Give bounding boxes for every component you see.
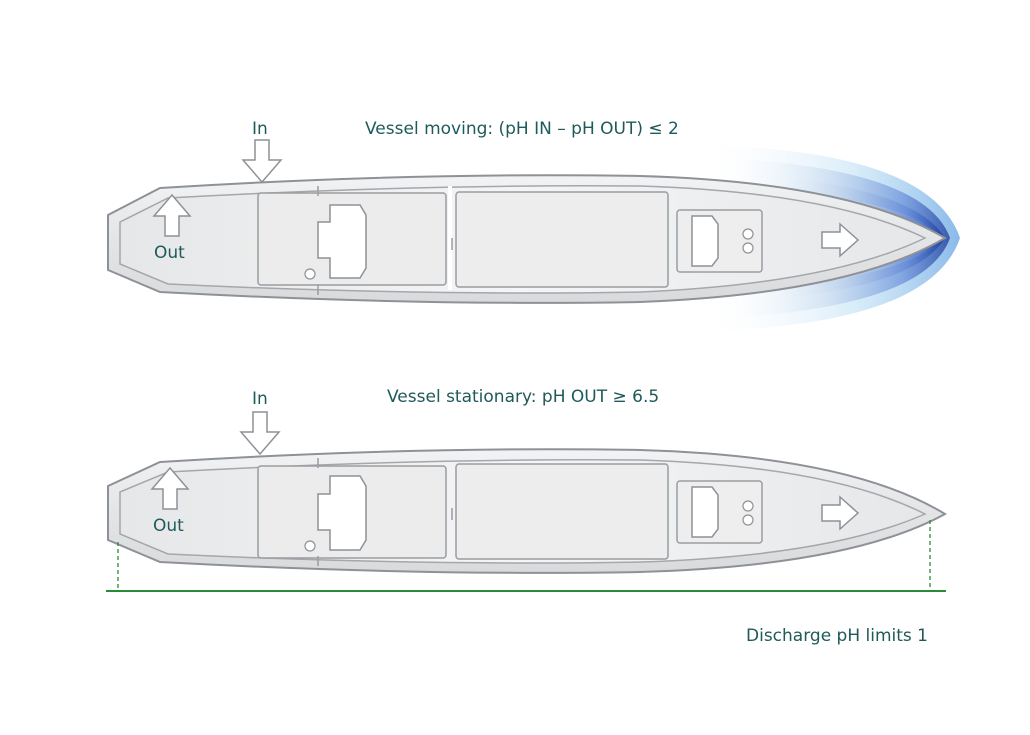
compartment-fwd <box>676 209 763 273</box>
figure-caption: Discharge pH limits 1 <box>746 626 928 646</box>
engine-block <box>317 204 367 279</box>
compartment-mid <box>455 191 669 288</box>
condition-moving: Vessel moving: (pH IN – pH OUT) ≤ 2 <box>365 119 679 139</box>
compartment-mid <box>455 463 669 560</box>
up-arrow-icon <box>150 466 190 510</box>
vessel-moving: In Out Vessel moving: (pH IN – pH OUT) ≤… <box>107 119 960 331</box>
engine-block <box>317 475 367 551</box>
down-arrow-icon <box>241 139 283 184</box>
vessel-stationary: In Out Vessel stationary: pH OUT ≥ 6.5 <box>106 387 947 592</box>
inlet-label-stationary: In <box>252 389 268 409</box>
right-arrow-icon <box>821 222 860 258</box>
down-arrow-icon <box>239 411 281 456</box>
outlet-label-moving: Out <box>154 243 185 263</box>
inlet-label-moving: In <box>252 119 268 139</box>
right-arrow-icon <box>821 495 860 531</box>
up-arrow-icon <box>152 193 192 237</box>
outlet-label-stationary: Out <box>153 516 184 536</box>
compartment-fwd <box>676 480 763 544</box>
condition-stationary: Vessel stationary: pH OUT ≥ 6.5 <box>387 387 659 407</box>
